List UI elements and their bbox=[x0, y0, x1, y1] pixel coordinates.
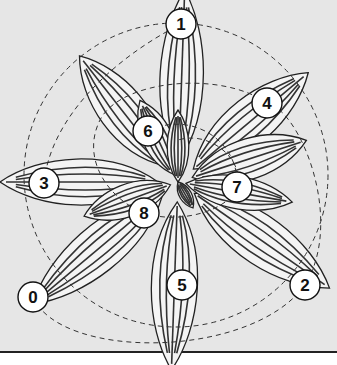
callout-number: 1 bbox=[176, 16, 185, 33]
callout-number: 7 bbox=[232, 179, 241, 196]
callout-circle: 6 bbox=[132, 115, 164, 147]
leaf-vein bbox=[177, 184, 191, 206]
callout-number: 0 bbox=[28, 289, 37, 306]
callout-number: 3 bbox=[39, 175, 48, 192]
circle-shape bbox=[133, 116, 163, 146]
leaf-vein bbox=[197, 132, 293, 171]
leaf-outline bbox=[148, 201, 200, 365]
callout-number: 5 bbox=[177, 277, 186, 294]
leaf-vein bbox=[196, 142, 301, 176]
leaf-outline bbox=[173, 179, 199, 211]
callout-number: 4 bbox=[262, 95, 271, 112]
callout-number: 6 bbox=[143, 123, 152, 140]
callout-number: 2 bbox=[300, 277, 309, 294]
callout-circle: 0 bbox=[17, 281, 49, 313]
leaf-vein bbox=[180, 117, 185, 176]
leaf-vein bbox=[177, 116, 179, 178]
circle-shape bbox=[167, 270, 197, 300]
callout-circle: 5 bbox=[166, 269, 198, 301]
leaf bbox=[148, 201, 200, 365]
circle-shape bbox=[29, 168, 59, 198]
leaf-outline bbox=[167, 110, 189, 182]
callout-circle: 4 bbox=[251, 87, 283, 119]
circle-shape bbox=[129, 198, 159, 228]
leaf-vein bbox=[174, 117, 177, 176]
leaf-vein bbox=[92, 58, 171, 155]
dashed-circle bbox=[24, 23, 328, 327]
circle-shape bbox=[18, 282, 48, 312]
circle-shape bbox=[166, 9, 196, 39]
spiral-lines bbox=[24, 23, 328, 343]
leaf bbox=[78, 169, 176, 231]
leaf-vein bbox=[176, 185, 191, 208]
leaf bbox=[173, 179, 199, 211]
leaf-outline bbox=[126, 94, 188, 181]
circle-shape bbox=[290, 270, 320, 300]
dashed-spiral bbox=[33, 83, 321, 343]
leaf-vein bbox=[179, 117, 182, 176]
leaf bbox=[167, 110, 189, 182]
callout-circle: 7 bbox=[221, 171, 253, 203]
circle-shape bbox=[252, 88, 282, 118]
leaf-vein bbox=[195, 175, 283, 197]
dashed-arc bbox=[44, 24, 181, 183]
callout-circle: 1 bbox=[165, 8, 197, 40]
leaf bbox=[183, 167, 295, 218]
circle-shape bbox=[222, 172, 252, 202]
callout-circle: 8 bbox=[128, 197, 160, 229]
leaf bbox=[126, 94, 188, 181]
leaf-outline bbox=[78, 169, 176, 231]
callout-circle: 2 bbox=[289, 269, 321, 301]
leaf-outline bbox=[183, 167, 295, 218]
callout-circle: 3 bbox=[28, 167, 60, 199]
callout-number: 8 bbox=[139, 205, 148, 222]
leaf-vein bbox=[171, 117, 176, 176]
